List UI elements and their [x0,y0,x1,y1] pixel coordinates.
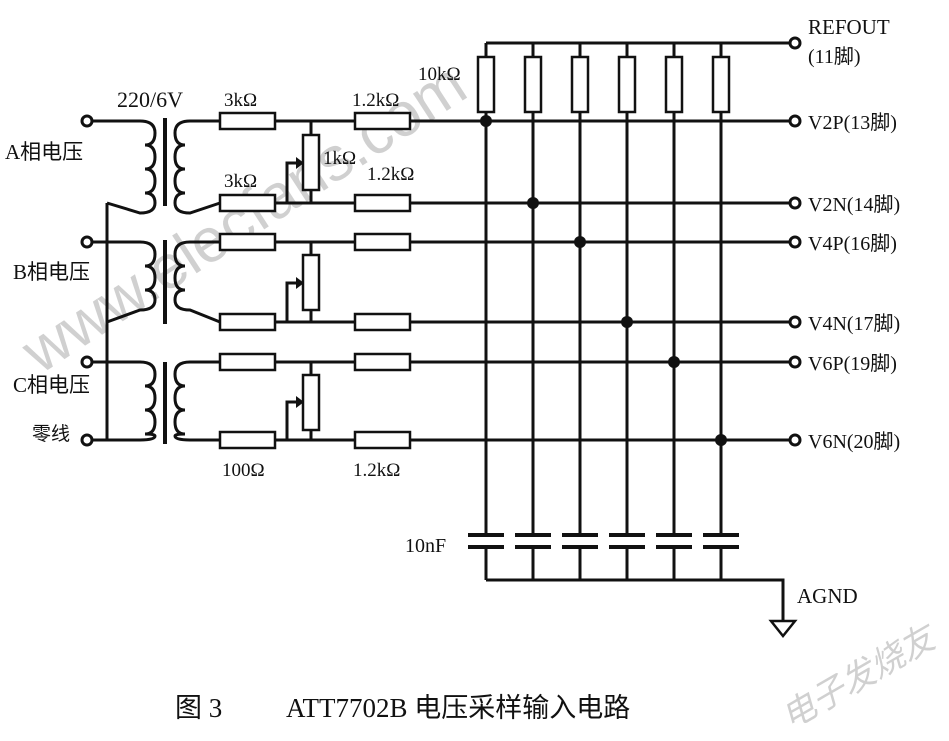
label-1k2-upper: 1.2kΩ [352,90,399,111]
secondary-coil-a [173,119,221,215]
wiper-arrow-b [296,277,304,289]
label-1k2-bottom: 1.2kΩ [353,460,400,481]
terminal-neutral[interactable] [80,433,94,447]
resistor-1k2-b2 [353,312,412,332]
terminal-v4n[interactable] [788,315,802,329]
capacitors [468,533,739,549]
label-10k: 10kΩ [418,64,461,85]
resistor-b-lower [218,312,277,332]
watermark-corner: 电子发烧友 [775,617,945,737]
resistor-3k-upper [218,111,277,131]
terminal-a[interactable] [80,114,94,128]
primary-coil-a [106,119,157,215]
column-4 [617,43,637,580]
input-label-a: A相电压 [5,140,83,164]
output-label-refout: REFOUT [808,15,890,39]
potentiometer-b [301,253,321,312]
input-label-neutral: 零线 [32,423,70,445]
terminal-b[interactable] [80,235,94,249]
label-1k: 1kΩ [323,148,356,169]
secondary-coil-b [173,240,221,324]
column-3 [570,43,590,580]
output-label-refout-pin: (11脚) [808,45,861,68]
output-label-v4p: V4P(16脚) [808,232,897,255]
resistor-b-upper [218,232,277,252]
label-10nF: 10nF [405,535,446,557]
junction-dot [715,434,727,446]
primary-coil-b [106,240,157,324]
output-label-v2n: V2N(14脚) [808,193,900,216]
ground-bus [486,578,785,620]
output-label-v4n: V4N(17脚) [808,312,900,335]
ground-icon [768,619,798,639]
label-3k-lower: 3kΩ [224,171,257,192]
ground-label: AGND [797,584,858,608]
resistor-100-lower [218,430,277,450]
resistor-1k2-c2 [353,430,412,450]
resistor-1k2-a1 [353,111,412,131]
output-label-v6p: V6P(19脚) [808,352,897,375]
input-label-c: C相电压 [13,373,90,397]
label-1k2-lower: 1.2kΩ [367,164,414,185]
terminal-v2n[interactable] [788,196,802,210]
resistor-1k2-c1 [353,352,412,372]
wiper-arrow-a [296,157,304,169]
junction-dot [527,197,539,209]
secondary-coil-c [173,360,220,442]
terminal-v6n[interactable] [788,433,802,447]
primary-coil-c [107,360,157,442]
resistor-1k2-a2 [353,193,412,213]
output-label-v2p: V2P(13脚) [808,111,897,134]
figure-number: 图 3 [175,693,222,723]
junction-dot [621,316,633,328]
column-5 [664,43,684,580]
terminal-v6p[interactable] [788,355,802,369]
column-1 [476,43,496,580]
output-label-v6n: V6N(20脚) [808,430,900,453]
terminal-c[interactable] [80,355,94,369]
resistor-1k2-b1 [353,232,412,252]
potentiometer-a [301,133,321,192]
transformer-rating: 220/6V [117,87,183,112]
label-100: 100Ω [222,460,265,481]
figure-caption: ATT7702B 电压采样输入电路 [286,693,630,723]
terminal-v2p[interactable] [788,114,802,128]
output-terminals [788,36,802,447]
label-3k-upper: 3kΩ [224,90,257,111]
column-2 [523,43,543,580]
potentiometer-c [301,373,321,432]
resistor-c-upper [218,352,277,372]
wiper-arrow-c [296,396,304,408]
junction-dot [480,115,492,127]
terminal-v4p[interactable] [788,235,802,249]
column-6 [711,43,731,580]
junction-dot [668,356,680,368]
resistor-3k-lower [218,193,277,213]
terminal-refout[interactable] [788,36,802,50]
input-label-b: B相电压 [13,260,90,284]
junction-dot [574,236,586,248]
